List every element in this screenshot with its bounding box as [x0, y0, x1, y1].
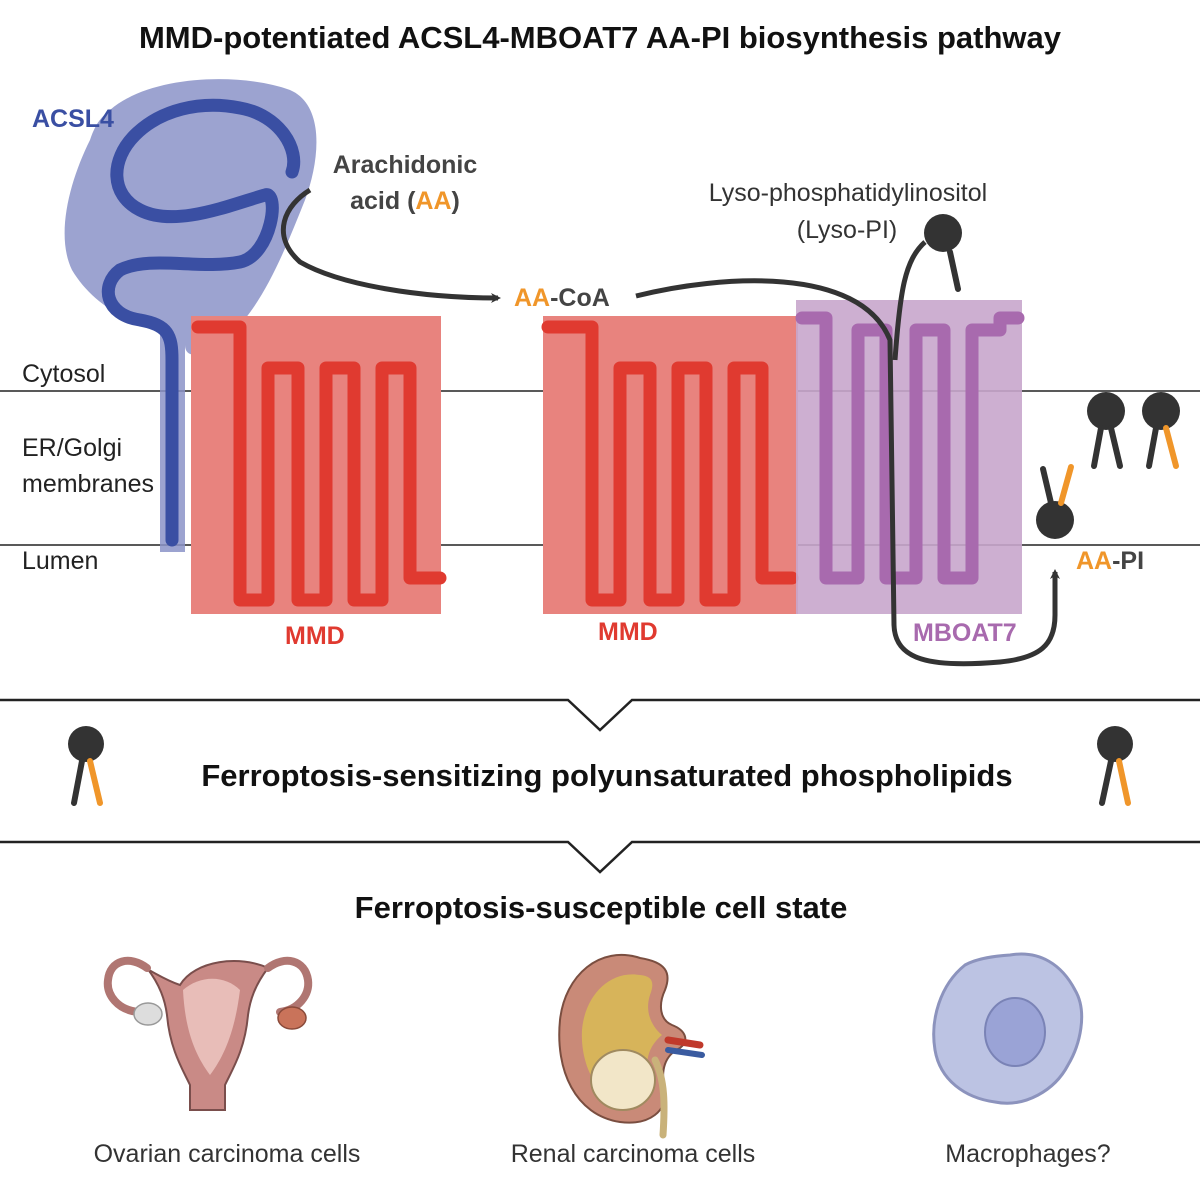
acsl4-label: ACSL4	[32, 105, 114, 133]
divider-chevron-1	[0, 698, 1200, 732]
membrane-lipid-1	[1087, 392, 1125, 469]
aacoa-to-aapi-path	[635, 278, 1060, 667]
diagram-title: MMD-potentiated ACSL4-MBOAT7 AA-PI biosy…	[139, 20, 1062, 55]
macrophage-illustration	[932, 952, 1084, 1105]
arachidonic-acid-line2: acid (AA)	[350, 187, 460, 215]
lyso-pi-line2: (Lyso-PI)	[797, 216, 897, 244]
membrane-lipid-2	[1142, 392, 1180, 469]
lyso-pi-join-line	[892, 240, 927, 361]
mmd-right-protein	[541, 316, 799, 614]
mboat7-protein	[795, 300, 1025, 614]
mmd-left-protein	[191, 316, 447, 614]
lumen-label: Lumen	[22, 547, 98, 575]
renal-label: Renal carcinoma cells	[511, 1140, 756, 1168]
mboat7-label: MBOAT7	[913, 619, 1017, 647]
lyso-pi-molecule	[924, 214, 962, 292]
arachidonic-acid-line1: Arachidonic	[333, 151, 478, 179]
mmd-left-label: MMD	[285, 622, 345, 650]
mmd-right-label: MMD	[598, 618, 658, 646]
acsl4-coil	[101, 98, 301, 547]
banner-cell-state: Ferroptosis-susceptible cell state	[355, 890, 848, 925]
lyso-pi-line1: Lyso-phosphatidylinositol	[709, 179, 987, 207]
aa-pi-molecule	[1036, 464, 1074, 539]
kidney-illustration	[558, 953, 705, 1139]
aa-coa-label: AA-CoA	[514, 284, 610, 312]
aa-pi-label: AA-PI	[1076, 547, 1144, 575]
aa-to-aacoa-arrow	[280, 187, 501, 303]
banner-lipid-right	[1097, 726, 1133, 806]
membranes-label: membranes	[22, 470, 154, 498]
uterus-illustration	[103, 956, 313, 1111]
acsl4-protein	[64, 79, 317, 552]
ovarian-label: Ovarian carcinoma cells	[94, 1140, 361, 1168]
macrophage-label: Macrophages?	[945, 1140, 1110, 1168]
divider-chevron-2	[0, 840, 1200, 874]
banner-lipid-left	[68, 726, 104, 806]
cytosol-label: Cytosol	[22, 360, 105, 388]
er-golgi-label: ER/Golgi	[22, 434, 122, 462]
banner-phospholipids: Ferroptosis-sensitizing polyunsaturated …	[201, 758, 1012, 793]
